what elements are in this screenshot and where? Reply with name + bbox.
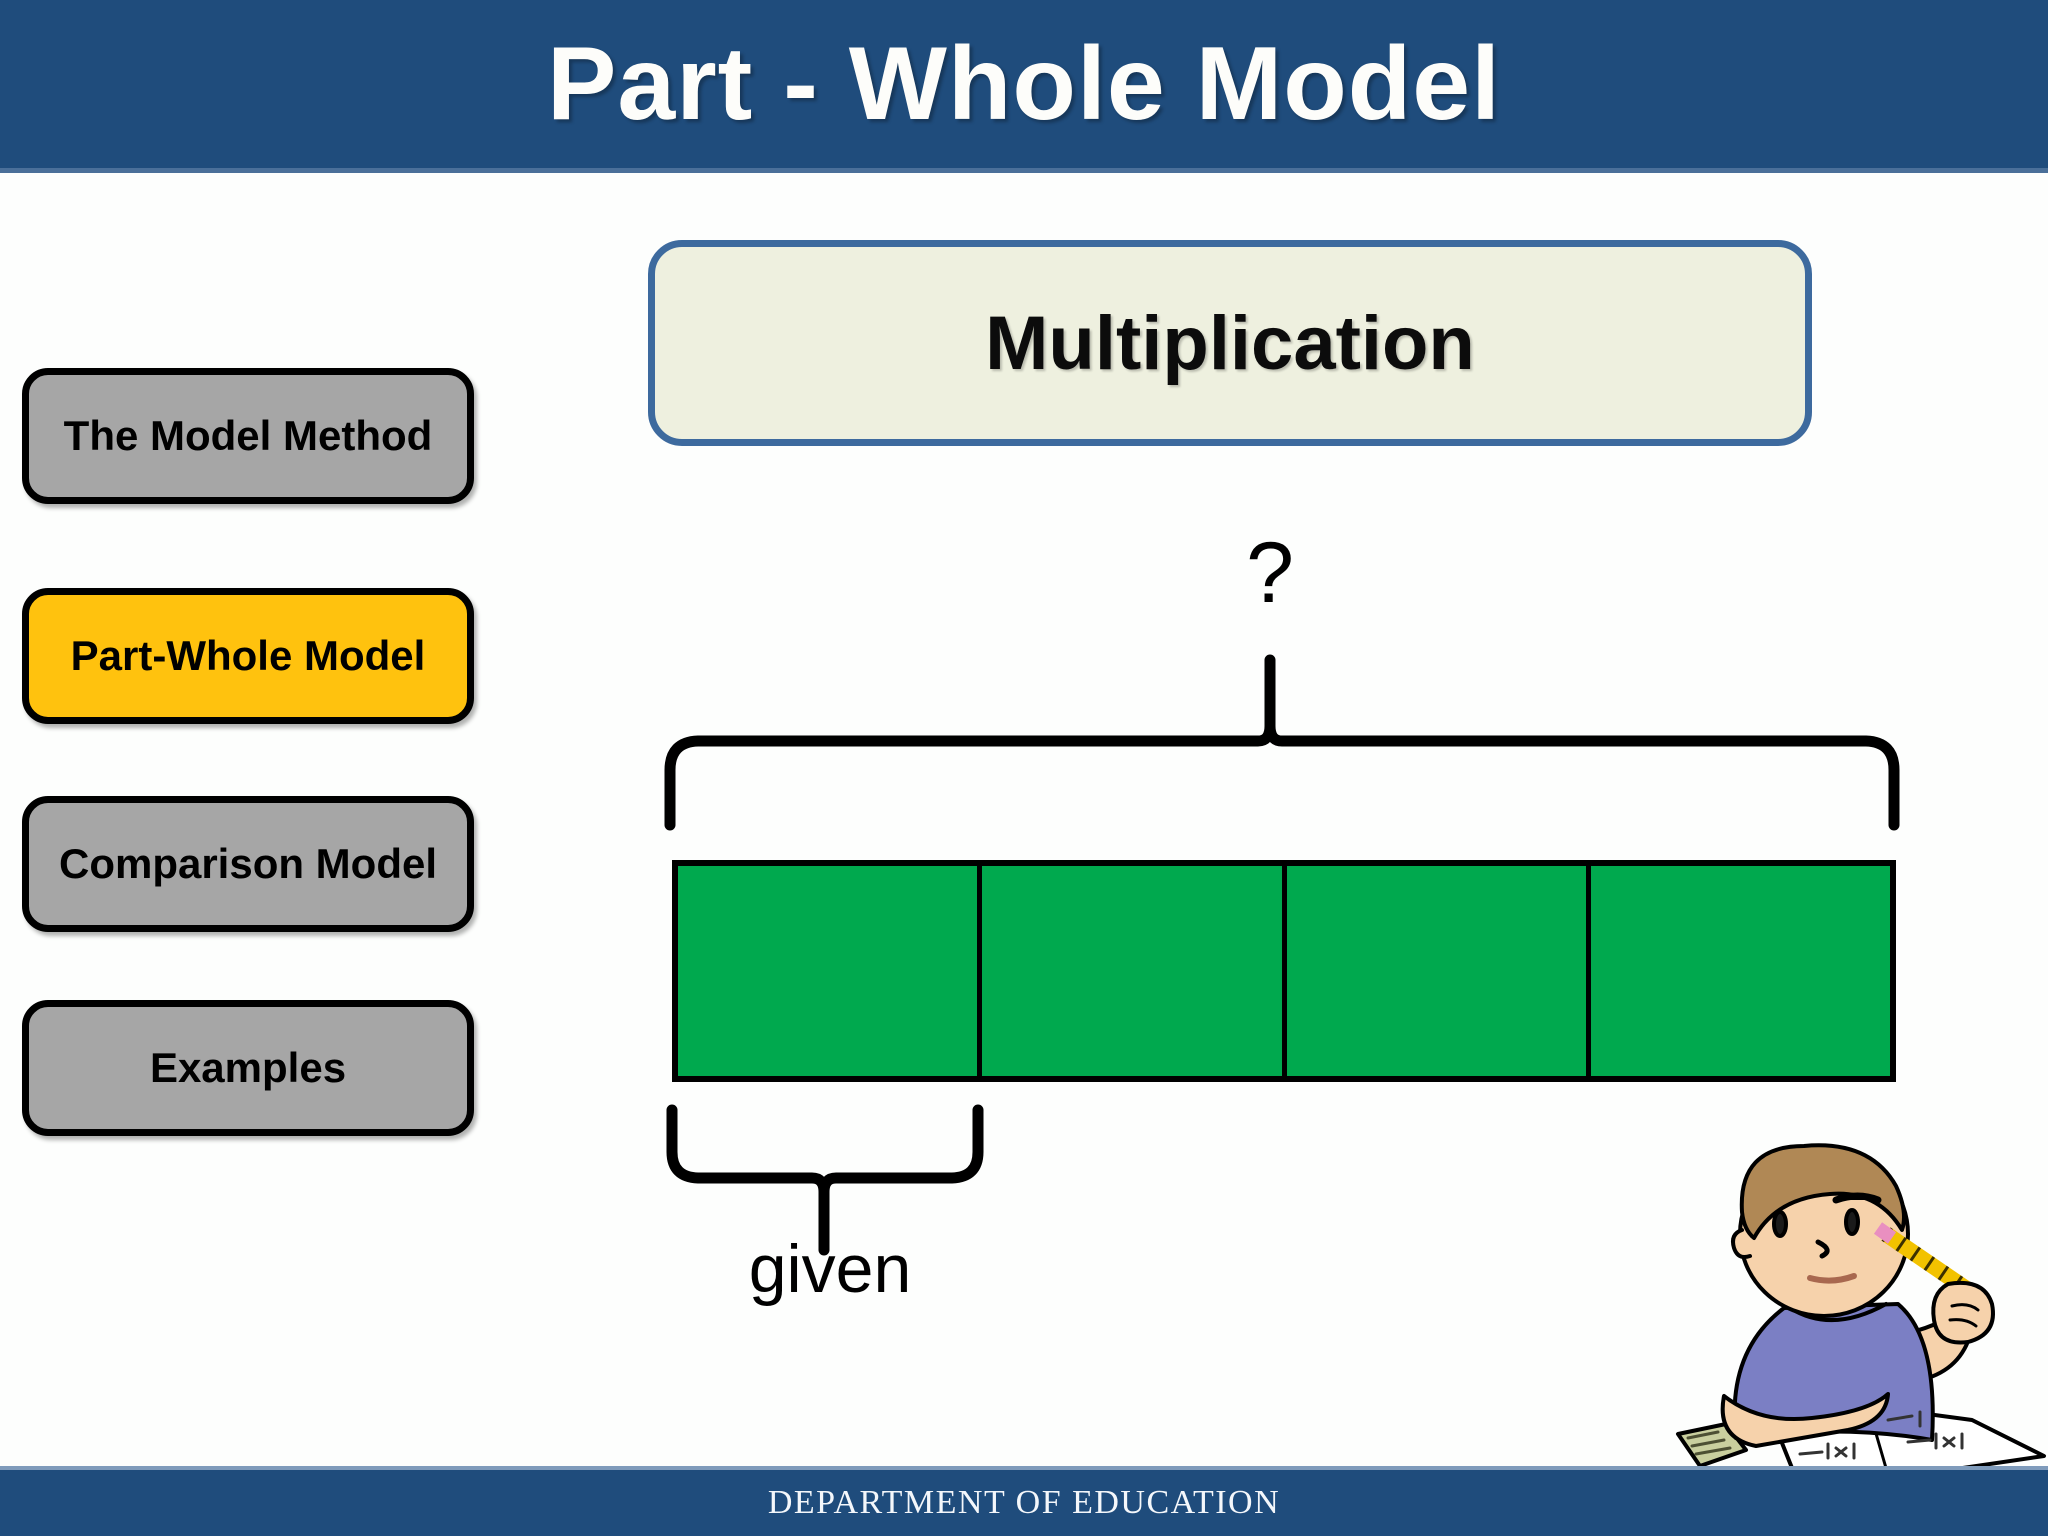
calculator-icon bbox=[1676, 1422, 1748, 1468]
sidebar-item-label: The Model Method bbox=[63, 412, 433, 459]
sidebar-item-label: Examples bbox=[149, 1044, 347, 1091]
header-bar bbox=[0, 0, 2048, 168]
hair bbox=[1739, 1143, 1906, 1240]
sidebar-item-comparison-model[interactable]: Comparison Model bbox=[22, 796, 474, 932]
footer-topline bbox=[0, 1466, 2048, 1470]
sidebar-item-label: Comparison Model bbox=[58, 840, 438, 887]
sidebar-item-the-model-method[interactable]: The Model Method bbox=[22, 368, 474, 504]
bar-model bbox=[672, 860, 1896, 1082]
footer-bar bbox=[0, 1470, 2048, 1536]
bar-segment-4 bbox=[1590, 866, 1890, 1076]
sidebar-item-examples[interactable]: Examples bbox=[22, 1000, 474, 1136]
page-title: Part - Whole Model bbox=[547, 25, 1501, 142]
left-arm bbox=[1720, 1392, 1890, 1448]
page-scribbles bbox=[1798, 1410, 1964, 1460]
topic-title-box: Multiplication bbox=[648, 240, 1812, 446]
sidebar-item-label: Part-Whole Model bbox=[70, 632, 426, 679]
right-hand bbox=[1931, 1281, 1995, 1345]
given-part-label: given bbox=[748, 1231, 912, 1307]
sidebar-nav: The Model Method Part-Whole Model Compar… bbox=[22, 360, 474, 1160]
eye-left bbox=[1772, 1210, 1788, 1238]
student-thinking-illustration bbox=[1672, 1138, 2048, 1478]
bar-segment-2 bbox=[982, 866, 1287, 1076]
whole-value-label: ? bbox=[1246, 525, 1294, 621]
footer-label: DEPARTMENT OF EDUCATION bbox=[767, 1484, 1281, 1521]
eye-right bbox=[1844, 1208, 1860, 1236]
header-underline bbox=[0, 168, 2048, 173]
bar-segment-1 bbox=[678, 866, 983, 1076]
bar-segment-3 bbox=[1286, 866, 1591, 1076]
whole-brace bbox=[664, 654, 1900, 831]
topic-title-label: Multiplication bbox=[985, 300, 1475, 386]
sidebar-item-part-whole-model[interactable]: Part-Whole Model bbox=[22, 588, 474, 724]
given-brace bbox=[666, 1104, 984, 1256]
